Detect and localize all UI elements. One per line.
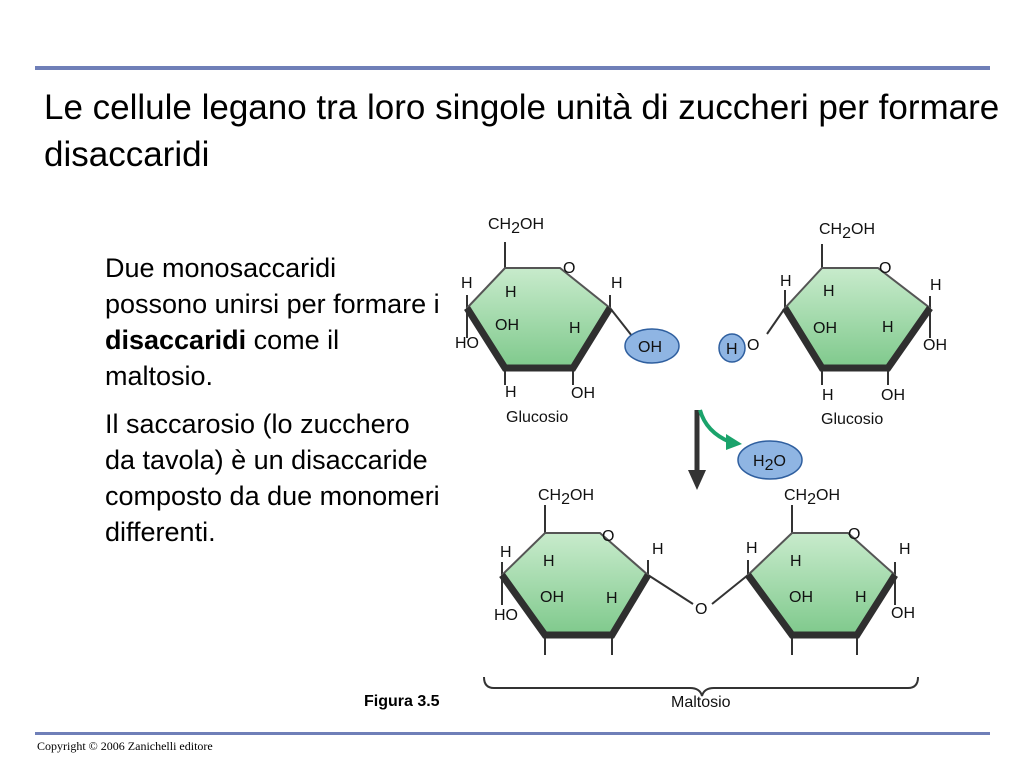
- atom-h: H: [780, 273, 792, 290]
- atom-h: H: [569, 320, 581, 337]
- leaving-h: H: [726, 341, 738, 358]
- glucose-label: Glucosio: [506, 409, 568, 426]
- maltose-label: Maltosio: [671, 694, 731, 711]
- glucose-left: CH2OH O H H H OH H HO H OH Glucosio OH: [455, 216, 680, 426]
- ch2oh-label: CH2OH: [784, 487, 840, 508]
- leaving-oh: OH: [638, 339, 662, 356]
- atom-h: H: [505, 384, 517, 401]
- atom-h: H: [500, 544, 512, 561]
- glucose-label: Glucosio: [821, 411, 883, 428]
- ring-oxygen: O: [602, 528, 614, 545]
- atom-h: H: [855, 589, 867, 606]
- reaction-arrowhead: [688, 470, 706, 490]
- ring-front-edge: [782, 305, 933, 372]
- bond: [711, 574, 749, 605]
- paragraph-text: come il maltosio.: [105, 325, 340, 391]
- maltose-ring-right: CH2OH O H H H OH H OH: [711, 487, 915, 655]
- body-text: Due monosaccaridi possono unirsi per for…: [105, 250, 445, 562]
- hydrogen-bubble: [718, 333, 746, 363]
- atom-h: H: [899, 541, 911, 558]
- ch2oh-label: CH2OH: [488, 216, 544, 237]
- atom-h: H: [461, 275, 473, 292]
- water-release-arrowhead: [726, 434, 742, 450]
- atom-oh: OH: [571, 385, 595, 402]
- ring-front-edge: [499, 572, 652, 639]
- atom-oh: OH: [540, 589, 564, 606]
- glucose-ring: [465, 267, 612, 369]
- ring-oxygen: O: [848, 526, 860, 543]
- glucose-right: CH2OH O H H H OH H O OH H OH Glucosio H: [718, 221, 947, 428]
- glucose-ring: [500, 532, 650, 636]
- ch2oh-label: CH2OH: [819, 221, 875, 242]
- water-release-arrow: [698, 409, 731, 444]
- atom-h: H: [543, 553, 555, 570]
- atom-h: H: [822, 387, 834, 404]
- figure-label: Figura 3.5: [364, 693, 440, 710]
- atom-h: H: [505, 284, 517, 301]
- water-bubble: [737, 440, 803, 480]
- atom-h: H: [746, 540, 758, 557]
- bold-term: disaccaridi: [105, 325, 247, 355]
- water-label: H2O: [753, 453, 786, 474]
- paragraph-disaccharides: Due monosaccaridi possono unirsi per for…: [105, 250, 445, 394]
- top-rule: [35, 66, 990, 70]
- hydroxyl-bubble: [624, 328, 680, 364]
- copyright-text: Copyright © 2006 Zanichelli editore: [37, 739, 213, 753]
- atom-h: H: [823, 283, 835, 300]
- atom-oh: OH: [891, 605, 915, 622]
- bottom-rule: [35, 732, 990, 735]
- maltose-bracket: [483, 676, 919, 697]
- atom-oh: OH: [881, 387, 905, 404]
- ring-oxygen: O: [563, 260, 575, 277]
- bond: [609, 307, 633, 337]
- slide-title: Le cellule legano tra loro singole unità…: [44, 88, 1000, 174]
- atom-oh: OH: [495, 317, 519, 334]
- atom-o: O: [747, 337, 759, 354]
- atom-h: H: [790, 553, 802, 570]
- glucose-ring: [746, 532, 897, 636]
- atom-oh: OH: [813, 320, 837, 337]
- atom-oh: OH: [923, 337, 947, 354]
- bond: [766, 307, 786, 335]
- atom-ho: HO: [494, 607, 518, 624]
- ch2oh-label: CH2OH: [538, 487, 594, 508]
- atom-ho: HO: [455, 335, 479, 352]
- paragraph-text: Due monosaccaridi possono unirsi per for…: [105, 253, 440, 319]
- paragraph-sucrose: Il saccarosio (lo zucchero da tavola) è …: [105, 409, 440, 547]
- glucose-ring: [783, 267, 932, 369]
- ring-front-edge: [745, 572, 898, 639]
- atom-h: H: [930, 277, 942, 294]
- glycosidic-oxygen: O: [695, 601, 707, 618]
- reaction-arrows: H2O: [688, 409, 803, 490]
- bond: [647, 574, 694, 605]
- atom-h: H: [611, 275, 623, 292]
- atom-h: H: [882, 319, 894, 336]
- atom-h: H: [606, 590, 618, 607]
- atom-oh: OH: [789, 589, 813, 606]
- maltose-ring-left: CH2OH O H H H OH H HO: [494, 487, 694, 655]
- ring-front-edge: [464, 306, 613, 372]
- atom-h: H: [652, 541, 664, 558]
- ring-oxygen: O: [879, 260, 891, 277]
